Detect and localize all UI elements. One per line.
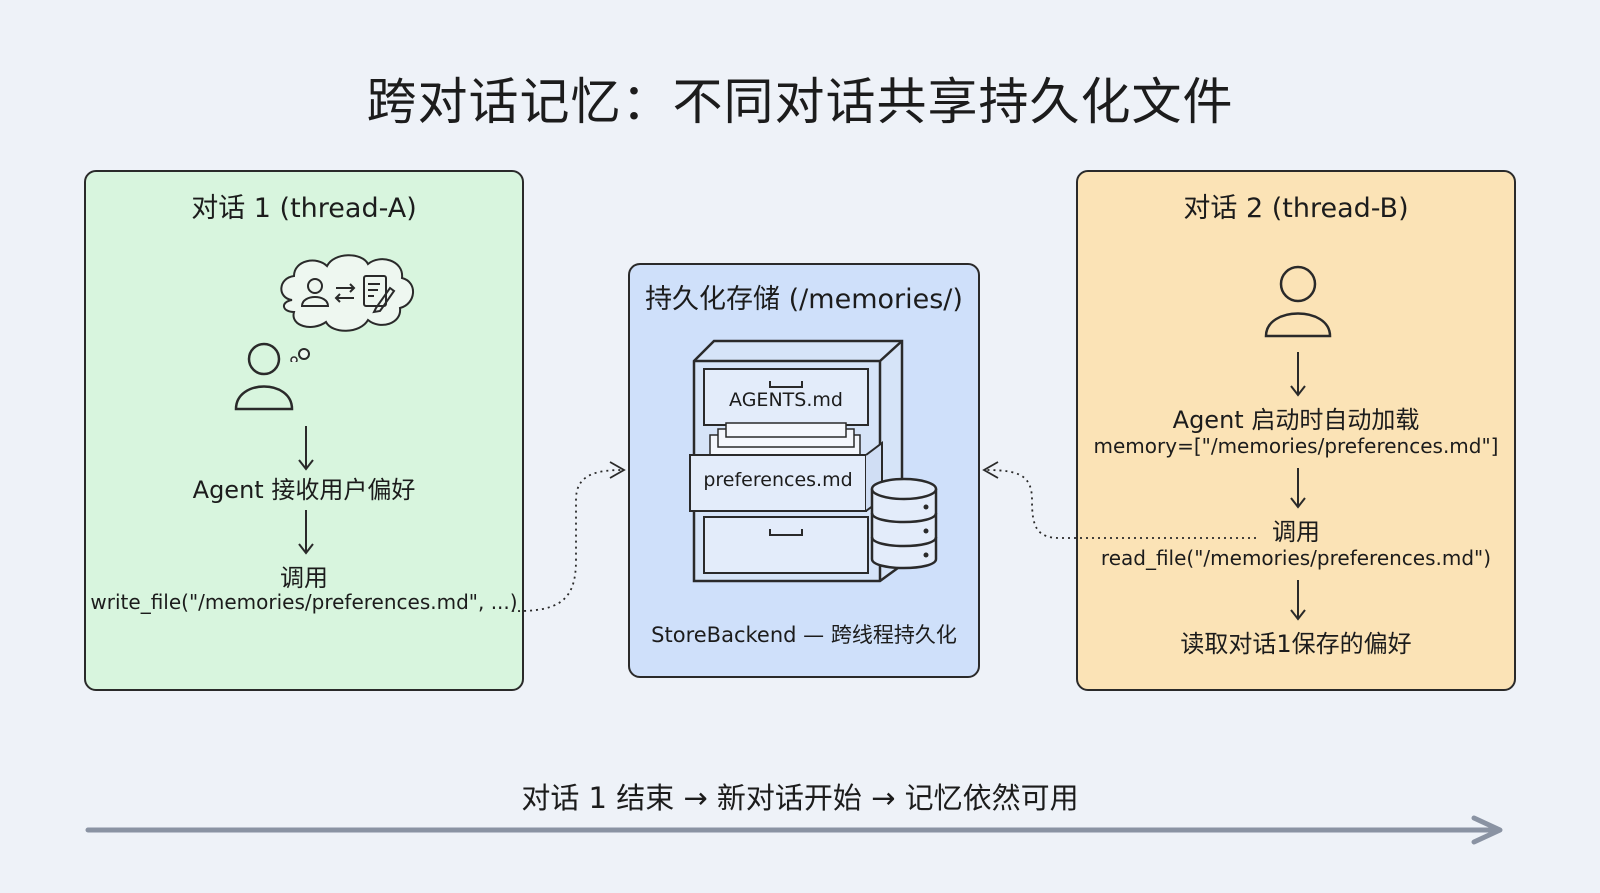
user-icon bbox=[300, 278, 330, 307]
drawer-preferences-md: preferences.md bbox=[703, 469, 853, 491]
read-connector-arrow bbox=[982, 461, 1256, 539]
thread-a-title: 对话 1 (thread-A) bbox=[191, 193, 417, 224]
thought-bubble-icon bbox=[280, 254, 414, 332]
thread-b-title: 对话 2 (thread-B) bbox=[1183, 193, 1409, 224]
swap-arrows-icon bbox=[334, 283, 356, 303]
thread-a-write-file-code: write_file("/memories/preferences.md", .… bbox=[90, 590, 518, 614]
storage-footer: StoreBackend — 跨线程持久化 bbox=[651, 623, 957, 647]
arrow-down-icon bbox=[1290, 580, 1306, 621]
thread-b-read-file-code: read_file("/memories/preferences.md") bbox=[1100, 546, 1492, 570]
database-icon bbox=[870, 477, 938, 570]
storage-panel: 持久化存储 (/memories/) AGENTS.md preferences… bbox=[628, 263, 980, 678]
thread-a-step1: Agent 接收用户偏好 bbox=[192, 476, 416, 504]
arrow-down-icon bbox=[1290, 468, 1306, 509]
thread-a-call-label: 调用 bbox=[280, 564, 328, 592]
timeline-arrow bbox=[85, 815, 1503, 845]
storage-title: 持久化存储 (/memories/) bbox=[645, 284, 963, 315]
thread-b-step3: 读取对话1保存的偏好 bbox=[1180, 630, 1412, 658]
arrow-down-icon bbox=[298, 426, 314, 471]
user-icon bbox=[1264, 265, 1332, 338]
drawer-agents-md: AGENTS.md bbox=[729, 389, 843, 411]
thread-b-memory-config: memory=["/memories/preferences.md"] bbox=[1093, 434, 1499, 458]
arrow-down-icon bbox=[298, 510, 314, 555]
write-connector-arrow bbox=[511, 461, 626, 612]
page-title: 跨对话记忆：不同对话共享持久化文件 bbox=[366, 73, 1234, 131]
thread-b-panel: 对话 2 (thread-B) Agent 启动时自动加载 memory=["/… bbox=[1076, 170, 1516, 691]
arrow-down-icon bbox=[1290, 352, 1306, 397]
thread-b-step1: Agent 启动时自动加载 bbox=[1172, 406, 1420, 434]
thread-a-panel: 对话 1 (thread-A) bbox=[84, 170, 524, 691]
thread-b-call-label: 调用 bbox=[1272, 518, 1320, 546]
filing-cabinet-icon bbox=[689, 339, 904, 583]
edit-document-icon bbox=[363, 275, 396, 314]
user-icon bbox=[234, 342, 294, 411]
timeline-caption: 对话 1 结束 → 新对话开始 → 记忆依然可用 bbox=[521, 781, 1079, 815]
thought-trail-icon bbox=[290, 348, 310, 362]
